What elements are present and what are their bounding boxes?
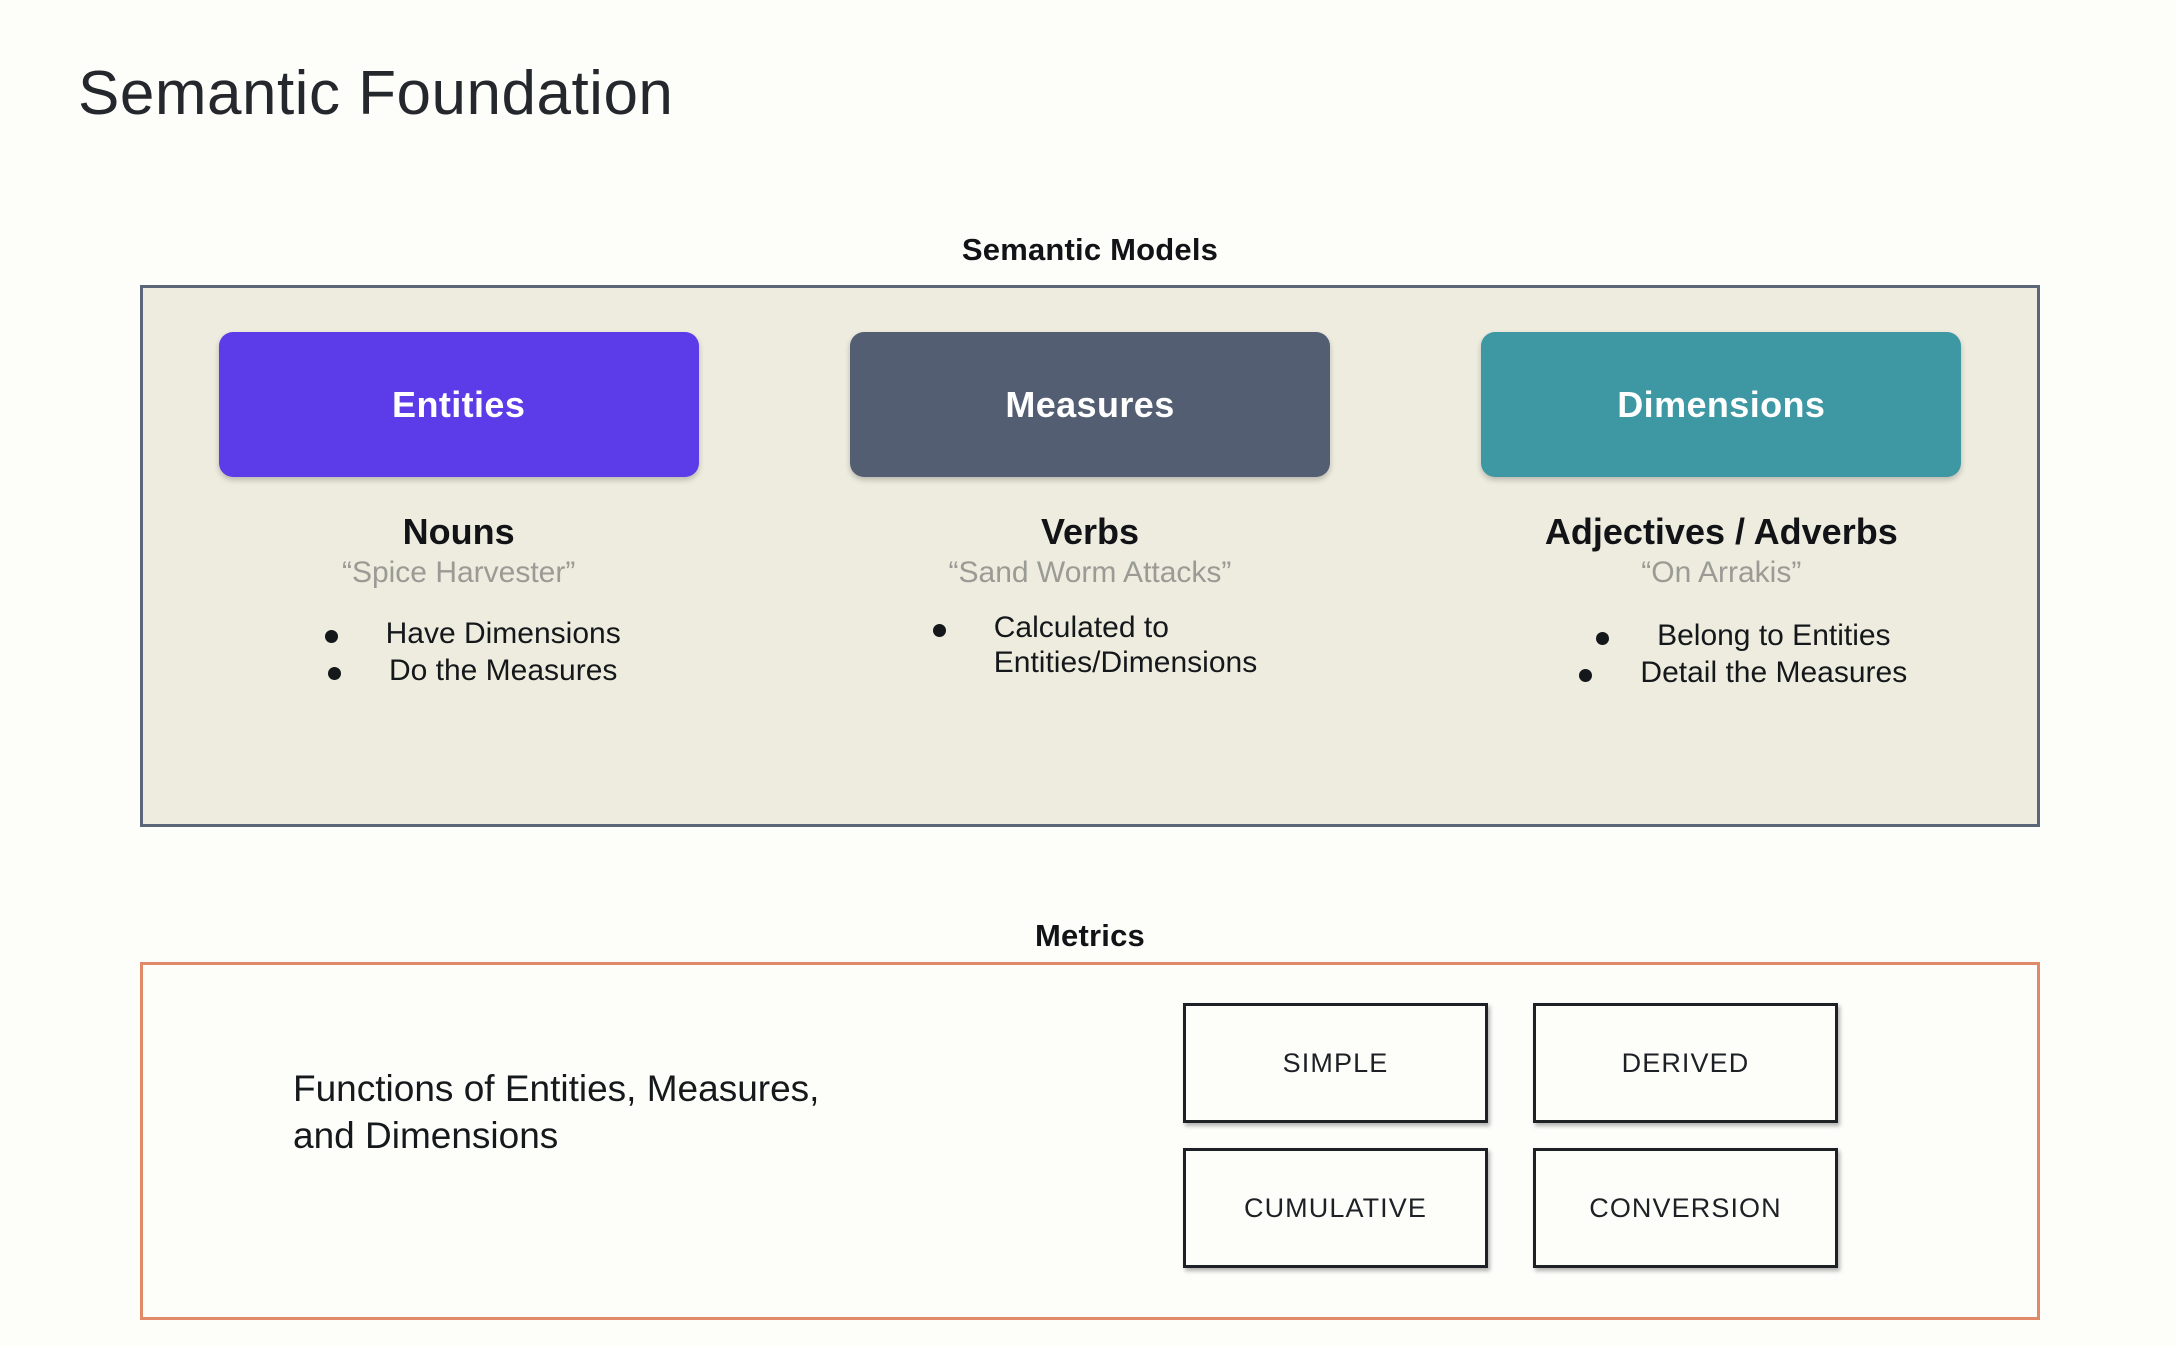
dimensions-bullet-text: Belong to Entities [1657, 618, 1891, 652]
bullet-dot-icon [1579, 668, 1593, 682]
metrics-description: Functions of Entities, Measures, and Dim… [293, 1068, 820, 1157]
bullet-dot-icon [324, 629, 338, 643]
entities-bullet-text: Do the Measures [388, 653, 618, 687]
metrics-panel: Functions of Entities, Measures, and Dim… [140, 962, 2040, 1320]
dimensions-bullet-text: Detail the Measures [1640, 655, 1908, 689]
dimensions-example: “On Arrakis” [1641, 555, 1802, 589]
measures-example: “Sand Worm Attacks” [948, 555, 1232, 589]
metric-type-simple[interactable]: SIMPLE [1183, 1003, 1488, 1123]
entities-pill[interactable]: Entities [218, 332, 699, 477]
model-column-dimensions: Dimensions Adjectives / Adverbs “On Arra… [1406, 288, 2037, 824]
model-column-entities: Entities Nouns “Spice Harvester” Have Di… [143, 288, 774, 824]
model-column-measures: Measures Verbs “Sand Worm Attacks” Calcu… [774, 288, 1405, 824]
measures-bullet-list: Calculated to Entities/Dimensions [769, 611, 1410, 683]
semantic-models-grid: Entities Nouns “Spice Harvester” Have Di… [143, 288, 2037, 824]
entities-bullet-list: Have Dimensions Do the Measures [129, 617, 788, 691]
metrics-type-grid: SIMPLE DERIVED CUMULATIVE CONVERSION [1183, 1003, 1838, 1268]
metric-type-cumulative[interactable]: CUMULATIVE [1183, 1148, 1488, 1268]
list-item: Do the Measures [327, 653, 618, 689]
metrics-caption: Metrics [1035, 918, 1145, 953]
measures-bullet-text: Calculated to Entities/Dimensions [993, 610, 1258, 679]
list-item: Belong to Entities [1596, 618, 1891, 654]
list-item: Calculated to Entities/Dimensions [932, 610, 1258, 681]
entities-part-of-speech: Nouns [402, 511, 515, 552]
bullet-dot-icon [932, 623, 946, 637]
semantic-models-panel: Entities Nouns “Spice Harvester” Have Di… [140, 285, 2040, 827]
metric-type-derived[interactable]: DERIVED [1533, 1003, 1838, 1123]
measures-part-of-speech: Verbs [1040, 511, 1140, 552]
bullet-dot-icon [1596, 631, 1610, 645]
entities-example: “Spice Harvester” [341, 555, 576, 589]
dimensions-pill[interactable]: Dimensions [1481, 332, 1962, 477]
dimensions-part-of-speech: Adjectives / Adverbs [1544, 511, 1898, 552]
bullet-dot-icon [327, 666, 341, 680]
metric-type-conversion[interactable]: CONVERSION [1533, 1148, 1838, 1268]
list-item: Detail the Measures [1579, 656, 1907, 691]
page-title: Semantic Foundation [78, 59, 674, 128]
semantic-models-caption: Semantic Models [961, 232, 1219, 267]
list-item: Have Dimensions [324, 616, 621, 652]
measures-pill[interactable]: Measures [849, 332, 1330, 477]
dimensions-bullet-list: Belong to Entities Detail the Measures [1384, 619, 2059, 693]
entities-bullet-text: Have Dimensions [385, 616, 621, 650]
